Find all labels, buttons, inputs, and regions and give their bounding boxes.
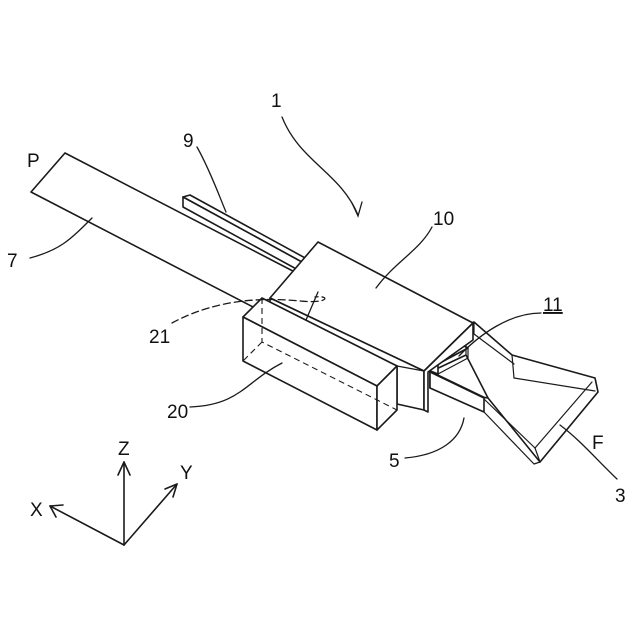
label-cover: 10 [433,209,454,230]
label-plate-end: P [27,151,40,172]
label-funnel: 3 [615,486,626,507]
label-inner-part: 21 [149,327,170,348]
label-funnel-end: F [592,433,604,454]
label-device: 1 [271,91,282,112]
axis-label-x: X [30,500,43,521]
label-housing: 20 [167,402,188,423]
label-plate: 7 [7,251,18,272]
axis-label-z: Z [118,439,130,460]
axis-label-y: Y [180,463,193,484]
label-connector: 11 [543,295,563,316]
label-guide-rail: 9 [183,131,194,152]
axes-triad [50,462,177,545]
label-channel: 5 [389,451,400,472]
